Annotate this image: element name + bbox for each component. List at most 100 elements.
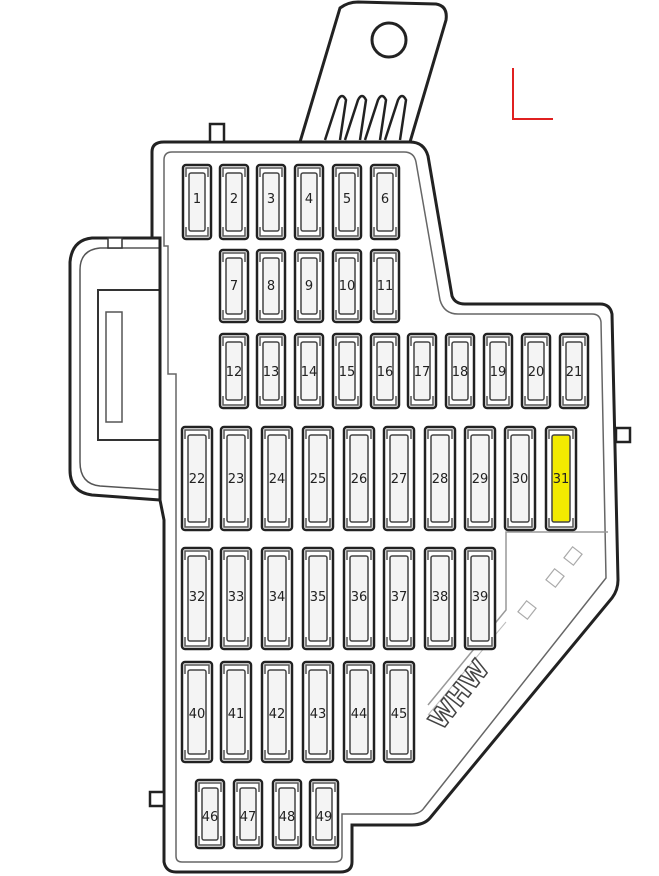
fuse-slot-44: 44 <box>342 660 376 764</box>
fuse-top-clip <box>467 429 493 439</box>
fuse-number: 18 <box>452 365 469 380</box>
fuse-number: 42 <box>269 707 286 722</box>
fuse-top-clip <box>448 336 472 346</box>
fuse-bottom-clip <box>410 396 434 406</box>
fuse-body <box>389 434 409 523</box>
fuse-bottom-clip <box>386 518 412 528</box>
fuse-number: 4 <box>305 192 313 207</box>
fuse-slot-27: 27 <box>382 425 416 532</box>
fuse-top-clip <box>198 782 222 792</box>
fuse-number: 10 <box>339 279 356 294</box>
fuse-slot-12: 12 <box>218 332 250 410</box>
fuse-top-clip <box>222 167 246 177</box>
fuse-slot-29: 29 <box>463 425 497 532</box>
fuse-number: 40 <box>189 707 206 722</box>
fuse-body <box>300 257 318 315</box>
fuse-top-clip <box>562 336 586 346</box>
fuse-body <box>489 341 507 401</box>
fuse-bottom-clip <box>467 518 493 528</box>
fuse-bottom-clip <box>562 396 586 406</box>
top-stud <box>208 122 226 144</box>
fuse-top-clip <box>373 167 397 177</box>
fuse-bottom-clip <box>386 637 412 647</box>
fuse-slot-8: 8 <box>255 248 287 324</box>
fuse-bottom-clip <box>486 396 510 406</box>
mounting-bracket <box>297 0 448 144</box>
fuse-slot-1: 1 <box>181 163 213 241</box>
fuse-slot-23: 23 <box>219 425 253 532</box>
fuse-top-clip <box>548 429 574 439</box>
fuse-body <box>225 257 243 315</box>
fuse-number: 26 <box>351 472 368 487</box>
fuse-bottom-clip <box>223 637 249 647</box>
fuse-slot-46: 46 <box>194 778 226 850</box>
fuse-body <box>201 787 219 841</box>
fuse-top-clip <box>335 167 359 177</box>
fuse-number: 41 <box>228 707 245 722</box>
fuse-top-clip <box>184 664 210 674</box>
fuse-highlighted-body <box>551 434 571 523</box>
fuse-slot-17: 17 <box>406 332 438 410</box>
fuse-top-clip <box>297 252 321 262</box>
fuse-body <box>262 172 280 232</box>
fuse-body <box>308 434 328 523</box>
fuse-body <box>565 341 583 401</box>
fuse-number: 1 <box>193 192 201 207</box>
fuse-slot-28: 28 <box>423 425 457 532</box>
fuse-top-clip <box>486 336 510 346</box>
fuse-number: 12 <box>226 365 243 380</box>
fuse-top-clip <box>305 429 331 439</box>
fuse-bottom-clip <box>198 836 222 846</box>
fuse-top-clip <box>222 252 246 262</box>
fuse-slot-2: 2 <box>218 163 250 241</box>
fuse-number: 8 <box>267 279 275 294</box>
fuse-top-clip <box>305 664 331 674</box>
fuse-top-clip <box>184 550 210 560</box>
fuse-top-clip <box>259 167 283 177</box>
fuse-body <box>187 434 207 523</box>
fuse-number: 6 <box>381 192 389 207</box>
fuse-number: 38 <box>432 590 449 605</box>
fuse-top-clip <box>275 782 299 792</box>
fuse-number: 34 <box>269 590 286 605</box>
fuse-top-clip <box>185 167 209 177</box>
fuse-number: 9 <box>305 279 313 294</box>
fuse-bottom-clip <box>373 310 397 320</box>
fuse-slot-15: 15 <box>331 332 363 410</box>
fuse-bottom-clip <box>223 518 249 528</box>
fuse-bottom-clip <box>427 518 453 528</box>
fuse-slot-25: 25 <box>301 425 335 532</box>
fuse-number: 5 <box>343 192 351 207</box>
side-housing <box>68 236 161 502</box>
fuse-top-clip <box>386 664 412 674</box>
fuse-number: 13 <box>263 365 280 380</box>
fuse-body <box>338 172 356 232</box>
fuse-body <box>187 669 207 755</box>
fuse-slot-39: 39 <box>463 546 497 651</box>
fuse-bottom-clip <box>524 396 548 406</box>
fuse-slot-37: 37 <box>382 546 416 651</box>
fuse-body <box>413 341 431 401</box>
fuse-slot-24: 24 <box>260 425 294 532</box>
fuse-top-clip <box>312 782 336 792</box>
fuse-body <box>226 555 246 642</box>
fuse-slot-21: 21 <box>558 332 590 410</box>
fuse-body <box>226 669 246 755</box>
fuse-slot-31: 31 <box>544 425 578 532</box>
fuse-body <box>527 341 545 401</box>
fuse-body <box>225 341 243 401</box>
fuse-bottom-clip <box>305 750 331 760</box>
fuse-body <box>376 257 394 315</box>
fuse-number: 7 <box>230 279 238 294</box>
fuse-top-clip <box>223 429 249 439</box>
fuse-slot-43: 43 <box>301 660 335 764</box>
fuse-slot-30: 30 <box>503 425 537 532</box>
fuse-bottom-clip <box>346 518 372 528</box>
fuse-number: 49 <box>316 810 333 825</box>
fuse-top-clip <box>223 550 249 560</box>
fuse-number: 17 <box>414 365 431 380</box>
fuse-top-clip <box>184 429 210 439</box>
fuse-body <box>188 172 206 232</box>
fuse-top-clip <box>346 550 372 560</box>
